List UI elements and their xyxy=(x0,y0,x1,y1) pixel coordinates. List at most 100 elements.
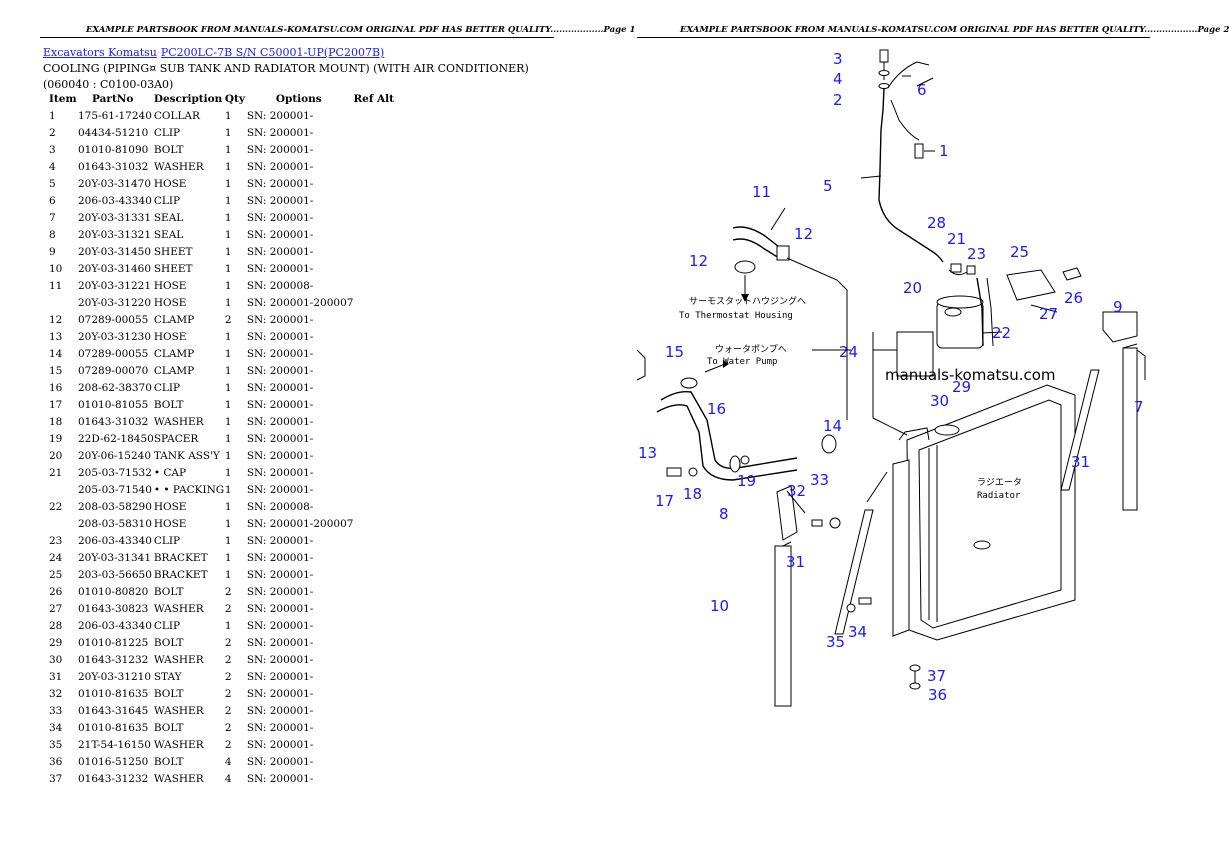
breadcrumb-category-link[interactable]: Excavators Komatsu xyxy=(43,46,157,59)
cell-options: SN: 200001- xyxy=(246,228,314,241)
cell-item: 3 xyxy=(49,143,56,156)
cell-partno: 205-03-71540 xyxy=(78,483,152,496)
cell-options: SN: 200001- xyxy=(246,636,314,649)
cell-qty: 1 xyxy=(224,568,232,581)
cell-ref-alt xyxy=(353,328,413,345)
cell-qty: 1 xyxy=(224,228,232,241)
cell-qty: 1 xyxy=(224,551,232,564)
note-pump-en: To Water Pump xyxy=(707,357,777,367)
cell-description: SPACER xyxy=(153,432,199,445)
stays-and-hardware xyxy=(774,311,1146,707)
cell-qty: 2 xyxy=(224,313,232,326)
cell-description: HOSE xyxy=(153,330,187,343)
cell-description: CLIP xyxy=(153,619,181,632)
cell-options: SN: 200001- xyxy=(246,687,314,700)
cell-description: BOLT xyxy=(153,755,184,768)
callout-34: 34 xyxy=(848,623,867,641)
cell-qty: 1 xyxy=(224,415,232,428)
callout-19: 19 xyxy=(737,472,756,490)
col-partno: PartNo xyxy=(92,92,134,105)
cell-options: SN: 200001- xyxy=(246,194,314,207)
note-pump-jp: ウォータポンプへ xyxy=(715,344,787,355)
cell-qty: 1 xyxy=(224,160,232,173)
cell-options: SN: 200001- xyxy=(246,704,314,717)
cell-options: SN: 200001- xyxy=(246,109,314,122)
cell-qty: 1 xyxy=(224,483,232,496)
cell-ref-alt xyxy=(353,600,413,617)
callout-24: 24 xyxy=(839,343,858,361)
breadcrumb-model-link[interactable]: PC200LC-7B S/N C50001-UP(PC2007B) xyxy=(160,46,385,59)
callout-14: 14 xyxy=(823,417,842,435)
cell-options: SN: 200001- xyxy=(246,160,314,173)
radiator xyxy=(872,332,1076,641)
cell-ref-alt xyxy=(353,668,413,685)
cell-item: 13 xyxy=(49,330,63,343)
cell-ref-alt xyxy=(353,311,413,328)
cell-ref-alt xyxy=(353,430,413,447)
cell-options: SN: 200001- xyxy=(246,653,314,666)
cell-partno: 01643-31645 xyxy=(78,704,149,717)
cell-ref-alt xyxy=(353,175,413,192)
cell-item: 5 xyxy=(49,177,56,190)
cell-qty: 2 xyxy=(224,602,232,615)
cell-qty: 1 xyxy=(224,262,232,275)
cell-partno: 205-03-71532 xyxy=(78,466,152,479)
cell-description: WASHER xyxy=(153,704,204,717)
callout-29: 29 xyxy=(952,378,971,396)
callout-3: 3 xyxy=(833,50,843,68)
cell-qty: 4 xyxy=(224,772,232,785)
cell-description: CLIP xyxy=(153,381,181,394)
cell-qty: 4 xyxy=(224,755,232,768)
cell-partno: 01010-80820 xyxy=(78,585,149,598)
callout-28: 28 xyxy=(927,214,946,232)
cell-partno: 203-03-56650 xyxy=(78,568,152,581)
cell-partno: 20Y-03-31210 xyxy=(78,670,151,683)
cell-qty: 2 xyxy=(224,670,232,683)
cell-qty: 2 xyxy=(224,653,232,666)
cell-ref-alt xyxy=(353,396,413,413)
callout-12-b: 12 xyxy=(689,252,708,270)
callout-7: 7 xyxy=(1134,398,1144,416)
col-options: Options xyxy=(275,92,322,105)
cell-options: SN: 200001- xyxy=(246,211,314,224)
cell-partno: 07289-00055 xyxy=(78,347,149,360)
cell-ref-alt xyxy=(353,277,413,294)
cell-qty: 1 xyxy=(224,296,232,309)
cell-ref-alt xyxy=(353,141,413,158)
cell-partno: 01643-31232 xyxy=(78,772,149,785)
cell-partno: 01010-81055 xyxy=(78,398,149,411)
cell-description: WASHER xyxy=(153,602,204,615)
cell-description: COLLAR xyxy=(153,109,200,122)
cell-partno: 01010-81225 xyxy=(78,636,149,649)
cell-qty: 1 xyxy=(224,381,232,394)
callout-20: 20 xyxy=(903,279,922,297)
cell-partno: 07289-00070 xyxy=(78,364,149,377)
cell-partno: 208-03-58290 xyxy=(78,500,152,513)
cell-options: SN: 200001- xyxy=(246,245,314,258)
cell-qty: 1 xyxy=(224,619,232,632)
cell-partno: 206-03-43340 xyxy=(78,619,152,632)
callout-8: 8 xyxy=(719,505,729,523)
cell-partno: 01010-81635 xyxy=(78,721,149,734)
cell-item: 14 xyxy=(49,347,63,360)
cell-description: STAY xyxy=(153,670,182,683)
cell-options: SN: 200001- xyxy=(246,721,314,734)
cell-qty: 1 xyxy=(224,279,232,292)
col-ref-alt: Ref Alt xyxy=(353,92,395,105)
